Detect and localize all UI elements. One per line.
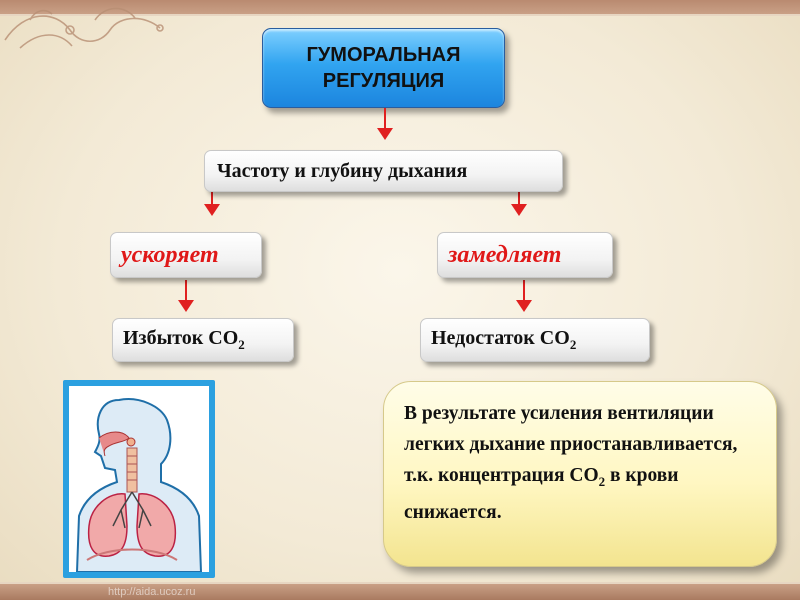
excess-co2-text: Избыток СО2 (123, 327, 245, 352)
bottom-border (0, 582, 800, 600)
title-text: ГУМОРАЛЬНАЯ РЕГУЛЯЦИЯ (306, 44, 461, 92)
flourish-ornament-icon (4, 7, 164, 49)
explanation-note: В результате усиления вентиляции легких … (383, 381, 777, 567)
illustration-frame (63, 380, 215, 578)
accelerates-box: ускоряет (110, 232, 262, 278)
deficit-co2-text: Недостаток СО2 (431, 327, 577, 352)
deficit-co2-box: Недостаток СО2 (420, 318, 650, 362)
title-box: ГУМОРАЛЬНАЯ РЕГУЛЯЦИЯ (262, 28, 505, 108)
subject-box: Частоту и глубину дыхания (204, 150, 563, 192)
accelerates-text: ускоряет (121, 241, 219, 268)
subject-text: Частоту и глубину дыхания (217, 159, 468, 182)
slows-box: замедляет (437, 232, 613, 278)
respiratory-system-icon (75, 398, 203, 573)
top-border (0, 0, 800, 16)
explanation-text: В результате усиления вентиляции легких … (404, 403, 738, 523)
watermark: http://aida.ucoz.ru (108, 586, 196, 598)
excess-co2-box: Избыток СО2 (112, 318, 294, 362)
slows-text: замедляет (448, 241, 562, 268)
